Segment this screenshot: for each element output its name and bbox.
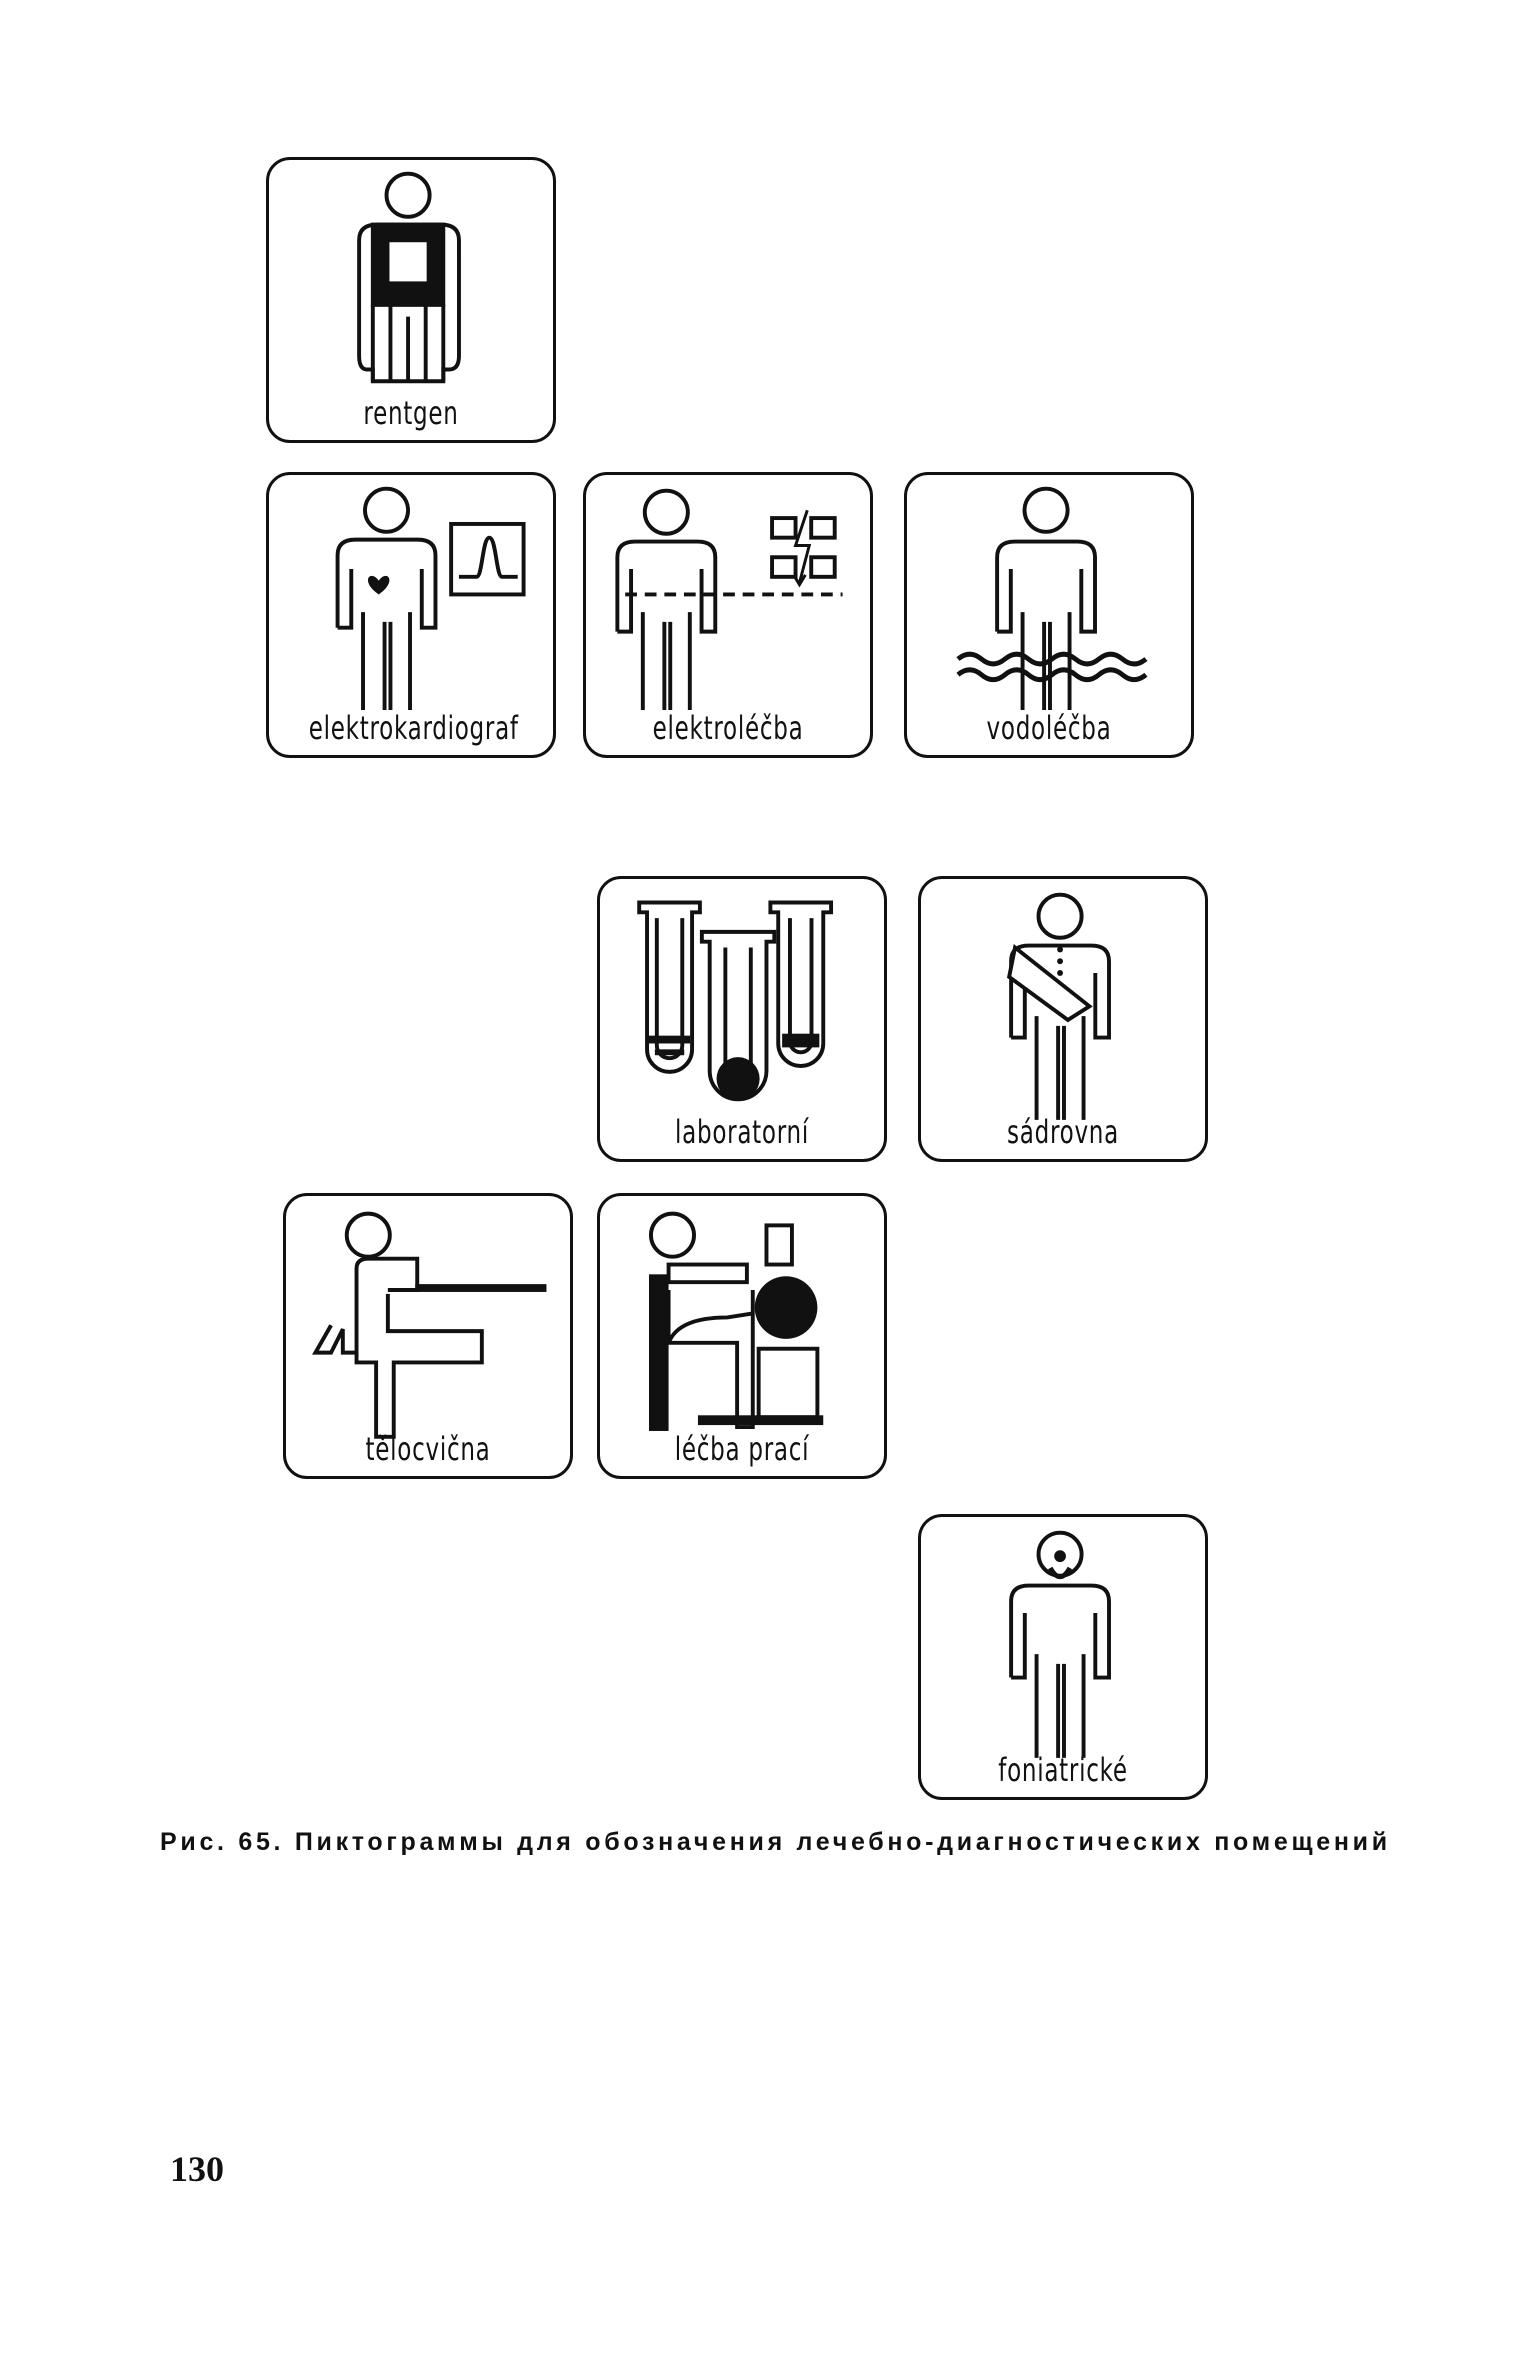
gym-icon <box>312 1211 547 1439</box>
pictogram-label: elektroléčba <box>652 709 804 747</box>
electrotherapy-icon <box>615 488 843 710</box>
pictogram-elektrokardiograf: elektrokardiograf <box>266 472 556 758</box>
pictogram-rentgen: rentgen <box>266 157 556 443</box>
pictogram-label: foniatrické <box>998 1751 1128 1789</box>
pictogram-elektrolecba: elektroléčba <box>583 472 873 758</box>
ecg-icon <box>335 486 526 710</box>
pictogram-label: sádrovna <box>1007 1113 1119 1151</box>
page-number: 130 <box>170 2149 224 2189</box>
pictogram-label: vodoléčba <box>986 709 1112 747</box>
plaster-cast-icon <box>1006 892 1111 1120</box>
phoniatrics-icon <box>1009 1530 1111 1758</box>
pictogram-foniatricke: foniatrické <box>918 1514 1208 1800</box>
pictogram-label: rentgen <box>363 394 459 432</box>
pictogram-telocvicna: tělocvična <box>283 1193 573 1479</box>
pictogram-label: elektrokardiograf <box>308 709 519 747</box>
pictogram-sadrovna: sádrovna <box>918 876 1208 1162</box>
pictogram-laboratorni: laboratorní <box>597 876 887 1162</box>
pictogram-lecba-praci: léčba prací <box>597 1193 887 1479</box>
test-tubes-icon <box>637 900 834 1102</box>
pictogram-vodolecba: vodoléčba <box>904 472 1194 758</box>
pictogram-label: laboratorní <box>675 1113 809 1151</box>
x-ray-icon <box>357 171 461 384</box>
occupational-therapy-icon <box>648 1211 824 1431</box>
figure-caption: Рис. 65. Пиктограммы для обозначения леч… <box>160 1828 1391 1856</box>
hydrotherapy-icon <box>956 486 1148 710</box>
pictogram-label: léčba prací <box>674 1430 810 1468</box>
pictogram-label: tělocvična <box>365 1430 491 1468</box>
